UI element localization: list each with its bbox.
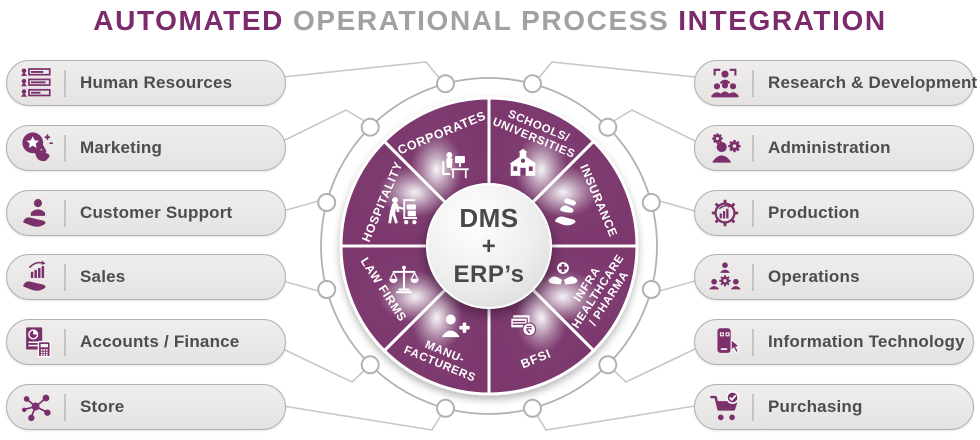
ring-node	[523, 74, 542, 94]
pill-label-operations: Operations	[768, 267, 860, 286]
ring-node	[598, 117, 618, 137]
department-pill-information-technology: Information Technology	[694, 319, 974, 365]
title-integration: INTEGRATION	[678, 5, 887, 36]
ring-node	[598, 355, 618, 375]
connector-line	[655, 280, 696, 293]
ring-node	[317, 280, 337, 299]
pill-divider	[64, 69, 66, 97]
network-nodes-icon	[20, 390, 54, 424]
pill-label-customer-support: Customer Support	[80, 203, 233, 222]
connector-line	[611, 109, 696, 142]
desk-worker-icon	[438, 148, 472, 182]
connector-line	[282, 199, 323, 212]
department-pill-marketing: Marketing	[6, 125, 286, 171]
ring-node	[436, 398, 455, 418]
connector-line	[282, 109, 367, 142]
dms-erp-hub: DMS + ERP’s	[426, 183, 552, 309]
department-pill-purchasing: Purchasing	[694, 384, 974, 430]
pill-label-production: Production	[768, 203, 860, 222]
pill-label-purchasing: Purchasing	[768, 397, 863, 416]
ring-node	[317, 193, 337, 212]
pill-divider	[752, 393, 754, 421]
department-pill-customer-support: Customer Support	[6, 190, 286, 236]
hand-gavel-icon	[551, 196, 585, 230]
pill-divider	[64, 393, 66, 421]
pill-label-research-development: Research & Development	[768, 73, 978, 92]
title-operational-process: OPERATIONAL PROCESS	[292, 5, 670, 36]
department-pill-sales: Sales	[6, 254, 286, 300]
person-gears-icon	[708, 131, 742, 165]
connector-line	[282, 405, 444, 431]
pill-divider	[64, 199, 66, 227]
title-automated: AUTOMATED	[93, 5, 284, 36]
pill-divider	[752, 328, 754, 356]
connector-line	[282, 348, 368, 383]
connector-line	[282, 280, 323, 293]
cart-check-icon	[708, 390, 742, 424]
pill-divider	[64, 134, 66, 162]
scales-icon	[387, 264, 421, 298]
pill-label-accounts-finance: Accounts / Finance	[80, 332, 240, 351]
hand-holding-chart-icon	[20, 260, 54, 294]
outer-ring	[320, 77, 658, 415]
pill-label-sales: Sales	[80, 267, 126, 286]
pill-divider	[752, 199, 754, 227]
ring-node	[436, 74, 455, 94]
hub-line-erps: ERP’s	[453, 261, 525, 289]
ring-node	[641, 280, 661, 299]
connector-line	[610, 348, 696, 383]
pill-divider	[752, 69, 754, 97]
money-coin-icon	[506, 310, 540, 344]
hub-plus-sign: +	[481, 233, 497, 261]
pill-label-marketing: Marketing	[80, 138, 163, 157]
department-pill-operations: Operations	[694, 254, 974, 300]
hub-line-dms: DMS	[459, 203, 519, 234]
ring-node	[360, 117, 380, 137]
bellboy-cart-icon	[387, 194, 421, 228]
hand-holding-person-icon	[20, 196, 54, 230]
marketing-star-hand-icon	[20, 131, 54, 165]
department-pill-human-resources: Human Resources	[6, 60, 286, 106]
document-calculator-icon	[20, 325, 54, 359]
pill-label-information-technology: Information Technology	[768, 332, 965, 351]
department-pill-production: Production	[694, 190, 974, 236]
department-pill-accounts-finance: Accounts / Finance	[6, 319, 286, 365]
team-gear-icon	[708, 260, 742, 294]
department-pill-research-development: Research & Development	[694, 60, 978, 106]
pill-divider	[752, 134, 754, 162]
pill-label-store: Store	[80, 397, 125, 416]
hands-medical-cross-icon	[546, 260, 580, 294]
person-plus-icon	[438, 310, 472, 344]
pill-divider	[64, 263, 66, 291]
pill-divider	[64, 328, 66, 356]
connector-line	[655, 199, 696, 212]
pill-label-administration: Administration	[768, 138, 891, 157]
school-building-icon	[506, 148, 540, 182]
page-title: AUTOMATED OPERATIONAL PROCESS INTEGRATION	[0, 2, 980, 40]
phone-touch-icon	[708, 325, 742, 359]
gear-chart-icon	[708, 196, 742, 230]
pill-divider	[752, 263, 754, 291]
department-pill-administration: Administration	[694, 125, 974, 171]
human-resources-icon	[20, 66, 54, 100]
connector-line	[534, 405, 696, 431]
connector-line	[536, 61, 696, 81]
ring-node	[360, 355, 380, 375]
focus-group-icon	[708, 66, 742, 100]
department-pill-store: Store	[6, 384, 286, 430]
connector-line	[282, 61, 442, 81]
ring-node	[641, 193, 661, 212]
pill-label-human-resources: Human Resources	[80, 73, 233, 92]
ring-node	[523, 398, 542, 418]
